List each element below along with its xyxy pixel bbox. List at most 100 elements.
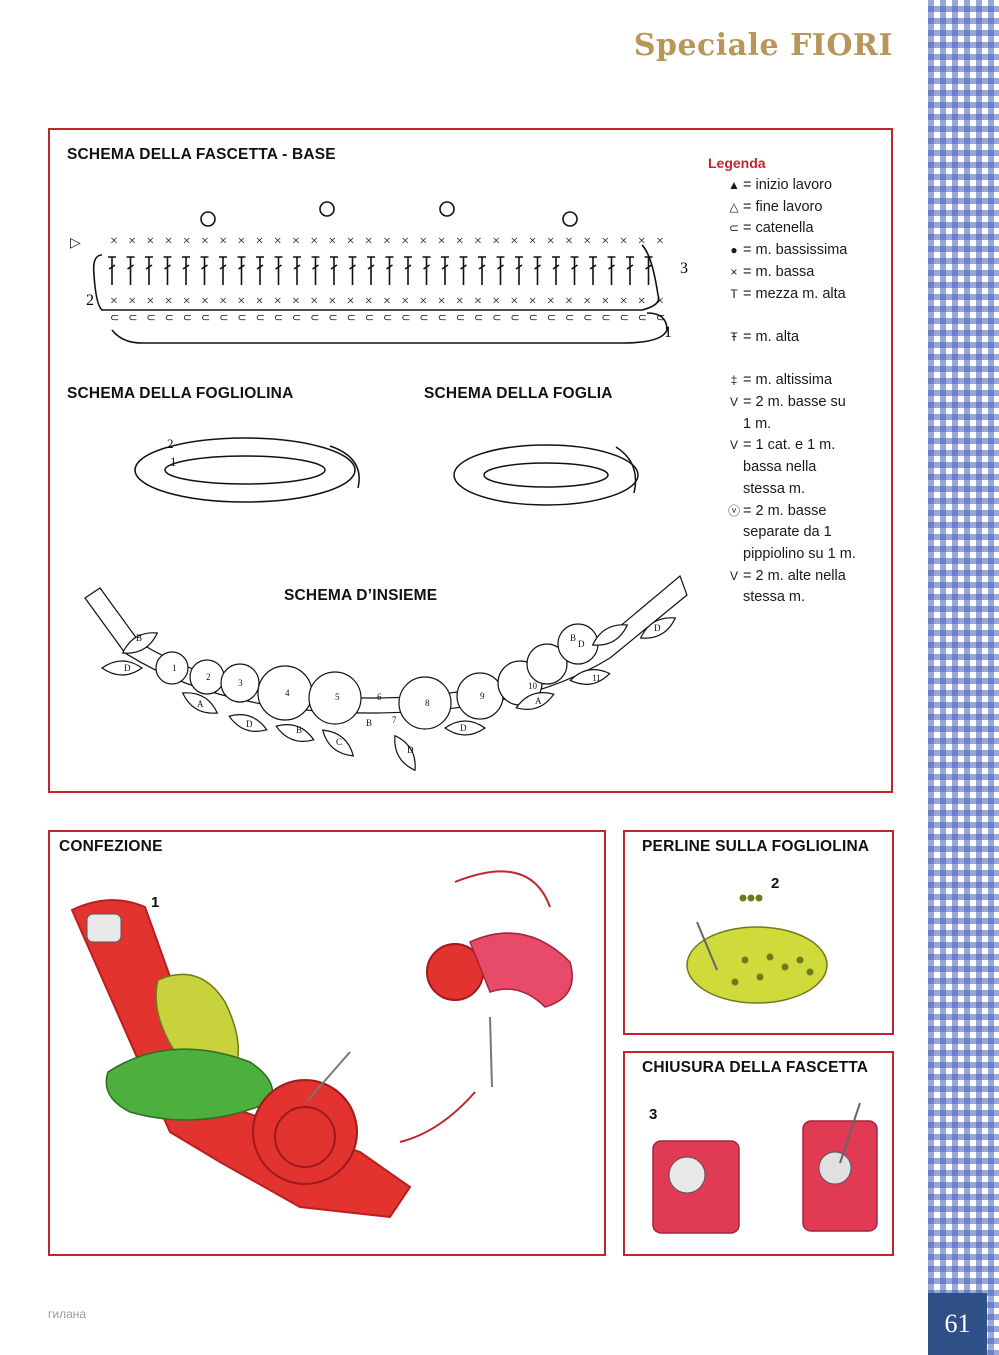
svg-text:⊂: ⊂ bbox=[328, 312, 337, 324]
svg-text:×: × bbox=[601, 294, 609, 309]
svg-text:×: × bbox=[638, 234, 646, 249]
confezione-step: 1 bbox=[151, 894, 160, 911]
svg-text:×: × bbox=[547, 294, 555, 309]
legend-text: = mezza m. alta bbox=[743, 285, 846, 302]
insieme-label: 1 bbox=[172, 663, 177, 673]
svg-text:×: × bbox=[347, 294, 355, 309]
insieme-label: 7 bbox=[392, 715, 397, 725]
insieme-label: B bbox=[570, 633, 576, 643]
insieme-label: 3 bbox=[238, 678, 243, 688]
legend-symbol-icon: △ bbox=[729, 199, 739, 214]
svg-text:×: × bbox=[456, 234, 464, 249]
svg-text:×: × bbox=[201, 234, 209, 249]
legend-text: = m. bassa bbox=[743, 263, 815, 280]
svg-text:⊂: ⊂ bbox=[110, 312, 119, 324]
fascetta-stitches: ▷ ▲ ×⊂××⊂××⊂××⊂××⊂××⊂××⊂××⊂××⊂××⊂××⊂××⊂×… bbox=[70, 234, 665, 365]
svg-text:⊂: ⊂ bbox=[638, 312, 647, 324]
svg-text:⊂: ⊂ bbox=[456, 312, 465, 324]
gingham-side-border bbox=[928, 0, 999, 1355]
legend-text: = m. bassissima bbox=[743, 242, 848, 259]
svg-text:⊂: ⊂ bbox=[256, 312, 265, 324]
svg-text:⊂: ⊂ bbox=[529, 312, 538, 324]
legend-symbol-icon: V bbox=[729, 568, 738, 583]
svg-text:×: × bbox=[237, 294, 245, 309]
svg-text:×: × bbox=[656, 294, 664, 309]
svg-text:×: × bbox=[401, 294, 409, 309]
svg-text:×: × bbox=[274, 234, 282, 249]
svg-text:×: × bbox=[328, 294, 336, 309]
svg-text:⊂: ⊂ bbox=[438, 312, 447, 324]
svg-text:×: × bbox=[183, 234, 191, 249]
insieme-title: SCHEMA D’INSIEME bbox=[284, 587, 438, 604]
legend-list: ▲= inizio lavoro△= fine lavoro⊂= catenel… bbox=[726, 175, 876, 609]
svg-text:×: × bbox=[438, 234, 446, 249]
legend-text: = 2 m. basse su 1 m. bbox=[743, 394, 846, 432]
perline-illustration bbox=[686, 894, 828, 1004]
legend-item: △ = fine lavoro bbox=[726, 197, 876, 219]
svg-text:×: × bbox=[219, 294, 227, 309]
legend-text: = catenella bbox=[743, 220, 814, 237]
legend-text: = fine lavoro bbox=[743, 198, 823, 215]
legend-item: T= mezza m. alta bbox=[726, 284, 876, 306]
svg-text:⊂: ⊂ bbox=[237, 312, 246, 324]
legend-item: V = 2 m. basse su 1 m. bbox=[726, 392, 876, 435]
svg-text:×: × bbox=[547, 234, 555, 249]
svg-text:×: × bbox=[146, 234, 154, 249]
svg-text:⊂: ⊂ bbox=[601, 312, 610, 324]
row-number-2: 2 bbox=[86, 292, 94, 309]
legend-symbol-icon: ● bbox=[730, 243, 738, 258]
insieme-label: D bbox=[407, 745, 414, 755]
svg-text:⊂: ⊂ bbox=[165, 312, 174, 324]
chiusura-illustration bbox=[652, 1102, 878, 1234]
legend-text: = 1 cat. e 1 m. bassa nella stessa m. bbox=[743, 437, 836, 497]
svg-text:⊂: ⊂ bbox=[128, 312, 137, 324]
legend-symbol-icon: ‡ bbox=[730, 373, 738, 388]
svg-text:⊂: ⊂ bbox=[219, 312, 228, 324]
svg-text:⊂: ⊂ bbox=[565, 312, 574, 324]
svg-text:×: × bbox=[292, 234, 300, 249]
insieme-label: D bbox=[246, 719, 253, 729]
svg-text:×: × bbox=[165, 294, 173, 309]
svg-text:×: × bbox=[310, 294, 318, 309]
fogliolina-chart: 2 1 bbox=[134, 436, 360, 503]
svg-text:⊂: ⊂ bbox=[401, 312, 410, 324]
legend-symbol-icon: ▲ bbox=[728, 178, 740, 192]
fascetta-title: SCHEMA DELLA FASCETTA - BASE bbox=[67, 146, 336, 163]
svg-text:⊂: ⊂ bbox=[310, 312, 319, 324]
insieme-label: D bbox=[654, 623, 661, 633]
insieme-label: A bbox=[535, 696, 542, 706]
svg-text:×: × bbox=[219, 234, 227, 249]
svg-text:×: × bbox=[419, 294, 427, 309]
svg-text:×: × bbox=[128, 294, 136, 309]
svg-text:×: × bbox=[383, 294, 391, 309]
svg-text:×: × bbox=[128, 234, 136, 249]
svg-text:×: × bbox=[620, 294, 628, 309]
svg-text:×: × bbox=[419, 234, 427, 249]
fogliolina-title: SCHEMA DELLA FOGLIOLINA bbox=[67, 385, 294, 402]
legend-item: ⓥ= 2 m. basse separate da 1 pippiolino s… bbox=[726, 501, 876, 566]
perline-title: PERLINE SULLA FOGLIOLINA bbox=[642, 838, 870, 855]
svg-text:×: × bbox=[583, 294, 591, 309]
foglia-title: SCHEMA DELLA FOGLIA bbox=[424, 385, 613, 402]
svg-text:×: × bbox=[347, 234, 355, 249]
insieme-label: 11 bbox=[592, 673, 601, 683]
svg-text:⊂: ⊂ bbox=[656, 312, 665, 324]
insieme-label: A bbox=[197, 699, 204, 709]
svg-text:⊂: ⊂ bbox=[274, 312, 283, 324]
perline-box: PERLINE SULLA FOGLIOLINA 2 bbox=[623, 830, 894, 1035]
legend-item: × = m. bassa bbox=[726, 262, 876, 284]
svg-text:×: × bbox=[565, 294, 573, 309]
svg-text:⊂: ⊂ bbox=[201, 312, 210, 324]
svg-text:×: × bbox=[183, 294, 191, 309]
insieme-label: 4 bbox=[285, 688, 290, 698]
legend-item: Ŧ= m. alta bbox=[726, 327, 876, 349]
svg-text:×: × bbox=[656, 234, 664, 249]
insieme-label: B bbox=[366, 718, 372, 728]
legend-text: = m. alta bbox=[743, 328, 800, 345]
legend-symbol-icon: × bbox=[730, 264, 738, 279]
svg-text:×: × bbox=[438, 294, 446, 309]
svg-text:×: × bbox=[474, 294, 482, 309]
page-number: 61 bbox=[928, 1293, 987, 1355]
legend-symbol-icon: V bbox=[729, 395, 738, 409]
